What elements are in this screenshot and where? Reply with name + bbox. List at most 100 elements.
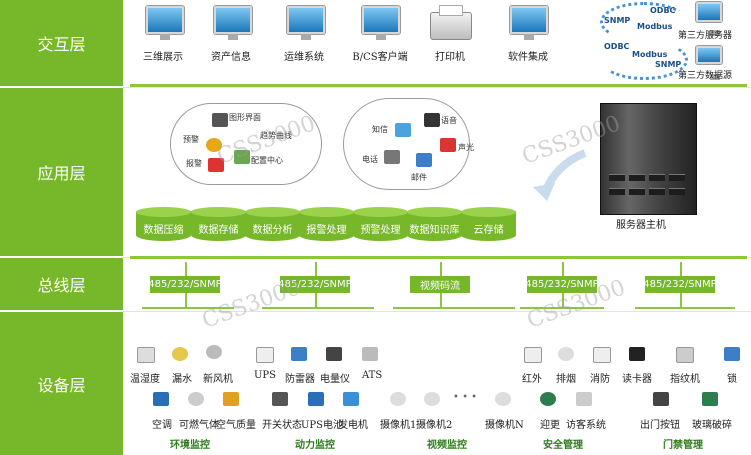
device-label: 红外 [522, 374, 542, 385]
client-label: 资产信息 [211, 52, 251, 63]
bus-box: 视频码流 [410, 276, 470, 293]
device-label: ATS [362, 370, 383, 381]
device-label: 温湿度 [130, 374, 160, 385]
group-label: 动力监控 [295, 440, 335, 451]
air-conditioner-icon [153, 392, 169, 406]
device-label: 消防 [590, 374, 610, 385]
gas-sensor-icon [188, 392, 204, 406]
camera-icon [390, 392, 406, 406]
branch-line [635, 307, 735, 309]
service-label: 数据分析 [252, 225, 293, 236]
infrared-sensor-icon [524, 347, 542, 363]
cloud-item: 电话 [362, 155, 378, 164]
monitor-icon [214, 6, 252, 40]
smoke-detector-icon [558, 347, 574, 361]
alarm-icon [208, 158, 224, 172]
device-label: 防雷器 [285, 374, 315, 385]
application-bus-line [130, 256, 747, 259]
device-label: 电量仪 [320, 374, 350, 385]
telephone-icon [384, 150, 400, 164]
interaction-bus-line [130, 84, 747, 87]
bus-box: 485/232/SNMP [525, 276, 599, 293]
device-label: 出门按钮 [640, 420, 680, 431]
thermometer-icon [137, 347, 155, 363]
service-drum: 预警处理 [353, 207, 408, 247]
device-label: 新风机 [203, 374, 233, 385]
service-label: 数据存储 [198, 225, 239, 236]
service-drum: 数据存储 [191, 207, 246, 247]
ats-icon [362, 347, 378, 361]
protocol-label: SNMP [604, 16, 631, 25]
device-label: 排烟 [556, 374, 576, 385]
bus-box: 485/232/SNMP [278, 276, 352, 293]
camera-icon [495, 392, 511, 406]
client-label: 运维系统 [284, 52, 324, 63]
mail-icon [416, 153, 432, 167]
device-label: 锁 [727, 374, 737, 385]
branch-line [393, 307, 515, 309]
generator-icon [343, 392, 359, 406]
device-label: 摄像机N [485, 420, 524, 431]
device-label: 指纹机 [670, 374, 700, 385]
printer-icon [430, 5, 472, 40]
lock-icon [724, 347, 740, 361]
server-icon [600, 103, 697, 215]
ups-icon [256, 347, 274, 363]
third-party-source-icon [696, 46, 722, 80]
cloud-item: 声光 [458, 143, 474, 152]
speaker-icon [424, 113, 440, 127]
cloud-item: 邮件 [411, 173, 427, 182]
device-label: 迎更 [540, 420, 560, 431]
protocol-label: Modbus [637, 22, 673, 31]
switch-icon [272, 392, 288, 406]
exit-button-icon [653, 392, 669, 406]
service-drum: 数据压缩 [136, 207, 191, 247]
protocol-label: SNMP [655, 60, 682, 69]
server-label: 服务器主机 [616, 220, 666, 231]
air-quality-icon [223, 392, 239, 406]
branch-line [315, 293, 317, 308]
group-label: 门禁管理 [663, 440, 703, 451]
bus-box: 485/232/SNMP [643, 276, 717, 293]
service-label: 预警处理 [360, 225, 401, 236]
service-drum: 数据知识库 [407, 207, 462, 247]
card-reader-icon [629, 347, 645, 361]
branch-line [262, 307, 374, 309]
visitor-system-icon [576, 392, 592, 406]
bell-icon [206, 138, 222, 152]
layer-label: 交互层 [37, 35, 86, 54]
branch-line [142, 307, 234, 309]
client-label: B/CS客户端 [352, 52, 408, 63]
client-label: 打印机 [435, 52, 465, 63]
service-label: 数据知识库 [409, 225, 460, 236]
device-label: 空气质量 [216, 420, 256, 431]
device-label: 空调 [152, 420, 172, 431]
layer-label: 总线层 [37, 276, 86, 295]
layer-interaction: 交互层 [0, 0, 123, 86]
water-leak-icon [172, 347, 188, 361]
branch-line [440, 293, 442, 308]
service-drum: 数据分析 [245, 207, 300, 247]
monitor-icon [287, 6, 325, 40]
branch-line [520, 307, 604, 309]
third-party-server-icon [696, 2, 722, 36]
protocol-label: ODBC [650, 6, 676, 15]
fingerprint-icon [676, 347, 694, 363]
layer-label: 应用层 [37, 164, 86, 183]
row-separator [123, 311, 751, 312]
visualization-cloud [170, 103, 322, 185]
group-label: 视频监控 [427, 440, 467, 451]
device-label: 读卡器 [622, 374, 652, 385]
device-label: UPS电池 [301, 420, 344, 431]
bus-connector [562, 262, 564, 276]
service-label: 数据压缩 [143, 225, 184, 236]
cloud-item: 配置中心 [251, 156, 283, 165]
fan-icon [206, 345, 222, 359]
device-label: 发电机 [338, 420, 368, 431]
patrol-icon [540, 392, 556, 406]
protocol-arc-icon [600, 2, 688, 42]
cloud-item: 语音 [441, 116, 457, 125]
client-label: 三维展示 [143, 52, 183, 63]
fire-panel-icon [593, 347, 611, 363]
siren-icon [440, 138, 456, 152]
